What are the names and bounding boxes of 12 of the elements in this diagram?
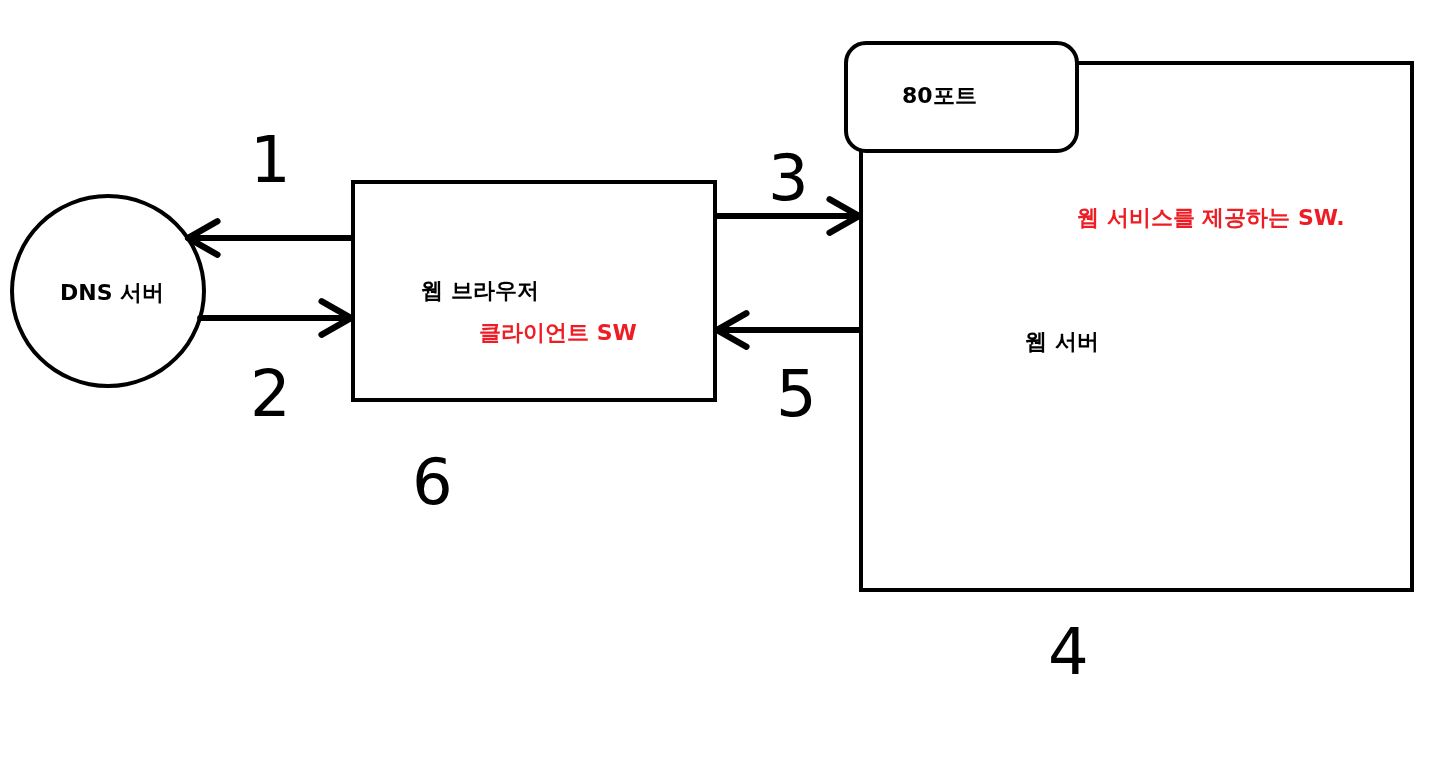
note-text: 클라이언트 SW (479, 319, 637, 347)
process-box (859, 61, 1414, 592)
step-number: 6 (412, 450, 453, 514)
port-box (844, 41, 1079, 153)
node-label: DNS 서버 (60, 279, 165, 307)
note-text: 웹 서버 (1025, 328, 1099, 356)
node-label: 웹 서비스를 제공하는 SW. (1077, 204, 1345, 232)
process-box (351, 180, 717, 402)
step-number: 4 (1048, 620, 1089, 684)
arrow (184, 218, 354, 258)
node-label: 웹 브라우저 (421, 277, 539, 305)
node-label: 80포트 (902, 82, 977, 110)
